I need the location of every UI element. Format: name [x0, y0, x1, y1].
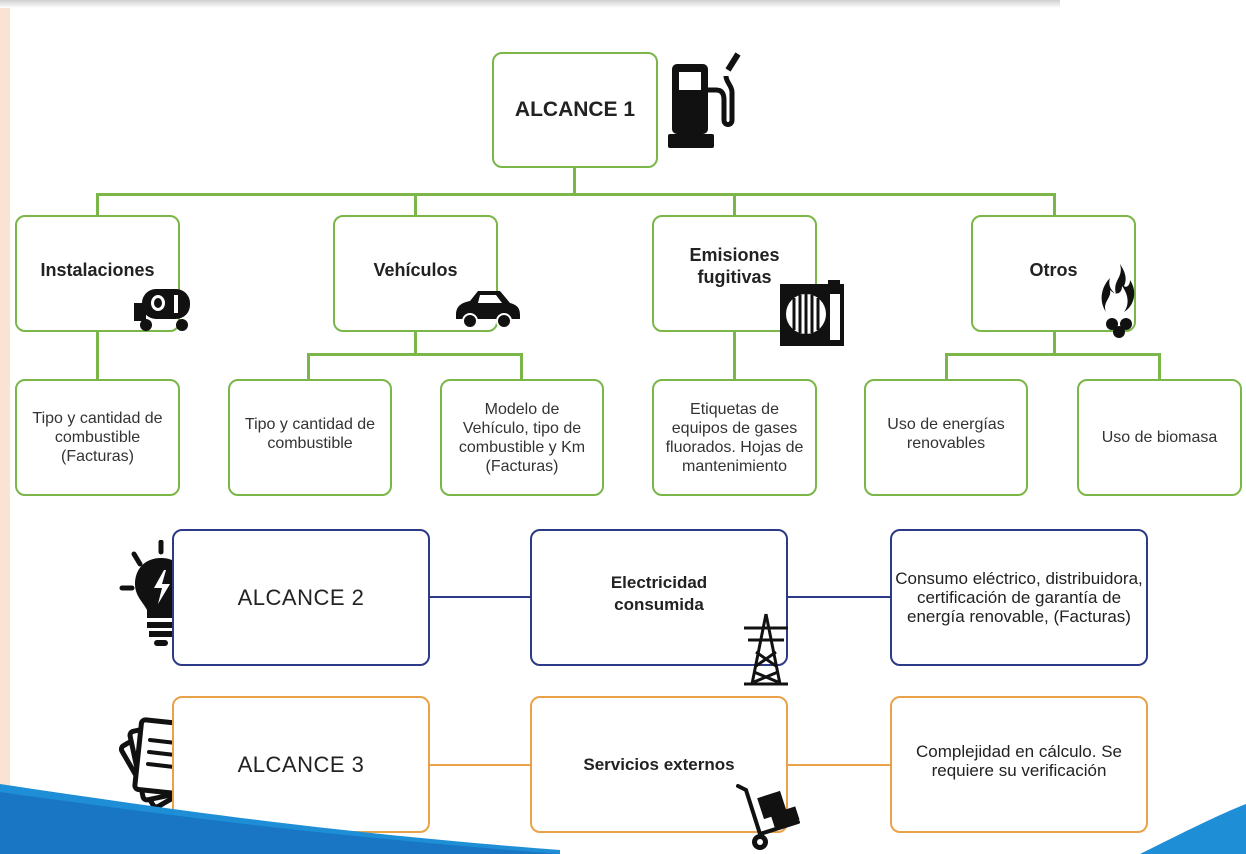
scope1-title: ALCANCE 1 [514, 98, 636, 121]
air-conditioner-icon [780, 280, 844, 346]
category-label: Otros [1029, 259, 1078, 280]
connector [786, 596, 892, 598]
connector [786, 764, 892, 766]
category-label: Emisiones fugitivas [689, 244, 780, 287]
left-accent-bar [0, 0, 10, 854]
connector [428, 596, 532, 598]
category-vehiculos: Vehículos [333, 215, 498, 332]
bottom-wave [0, 784, 1246, 854]
connector [945, 353, 1161, 356]
connector [573, 166, 576, 194]
connector [945, 353, 948, 379]
leaf-box: Modelo de Vehículo, tipo de combustible … [440, 379, 604, 496]
scope3-middle: Servicios externos [583, 754, 735, 774]
scope3-title: ALCANCE 3 [237, 751, 365, 777]
connector [414, 331, 417, 355]
leaf-text: Uso de energías renovables [887, 415, 1005, 452]
leaf-text: Etiquetas de equipos de gases fluorados.… [665, 400, 804, 475]
connector [96, 193, 1056, 196]
hand-truck-icon [736, 784, 800, 850]
connector [520, 353, 523, 379]
connector [428, 764, 532, 766]
fire-icon [1101, 264, 1135, 338]
connector [414, 193, 417, 216]
leaf-text: Modelo de Vehículo, tipo de combustible … [458, 400, 586, 475]
scope2-title: ALCANCE 2 [237, 584, 365, 610]
leaf-text: Tipo y cantidad de combustible [244, 415, 376, 452]
connector [307, 353, 523, 356]
connector [307, 353, 310, 379]
power-tower-icon [744, 613, 788, 686]
scope3-middle-box: Servicios externos [530, 696, 788, 833]
leaf-box: Uso de biomasa [1077, 379, 1242, 496]
category-label: Instalaciones [40, 259, 155, 280]
fuel-pump-icon [668, 52, 741, 148]
connector [733, 193, 736, 216]
leaf-box: Etiquetas de equipos de gases fluorados.… [652, 379, 817, 496]
leaf-box: Uso de energías renovables [864, 379, 1028, 496]
fuel-tank-truck-icon [134, 289, 190, 331]
scope3-info-box: Complejidad en cálculo. Se requiere su v… [890, 696, 1148, 833]
scope2-middle: Electricidad consumida [610, 572, 708, 614]
connector [1158, 353, 1161, 379]
scope1-title-box: ALCANCE 1 [492, 52, 658, 168]
connector [96, 193, 99, 216]
scope2-middle-box: Electricidad consumida [530, 529, 788, 666]
scope2-info: Consumo eléctrico, distribuidora, certif… [895, 569, 1143, 626]
top-shadow [0, 0, 1060, 8]
scope2-info-box: Consumo eléctrico, distribuidora, certif… [890, 529, 1148, 666]
leaf-text: Tipo y cantidad de combustible (Facturas… [32, 410, 163, 465]
connector [96, 331, 99, 381]
connector [1053, 331, 1056, 355]
scope3-info: Complejidad en cálculo. Se requiere su v… [915, 741, 1122, 780]
category-label: Vehículos [373, 259, 458, 280]
car-icon [456, 291, 520, 329]
scope3-title-box: ALCANCE 3 [172, 696, 430, 833]
scope2-title-box: ALCANCE 2 [172, 529, 430, 666]
connector [733, 331, 736, 381]
leaf-box: Tipo y cantidad de combustible [228, 379, 392, 496]
category-otros: Otros [971, 215, 1136, 332]
connector [1053, 193, 1056, 216]
leaf-box: Tipo y cantidad de combustible (Facturas… [15, 379, 180, 496]
leaf-text: Uso de biomasa [1101, 429, 1218, 446]
